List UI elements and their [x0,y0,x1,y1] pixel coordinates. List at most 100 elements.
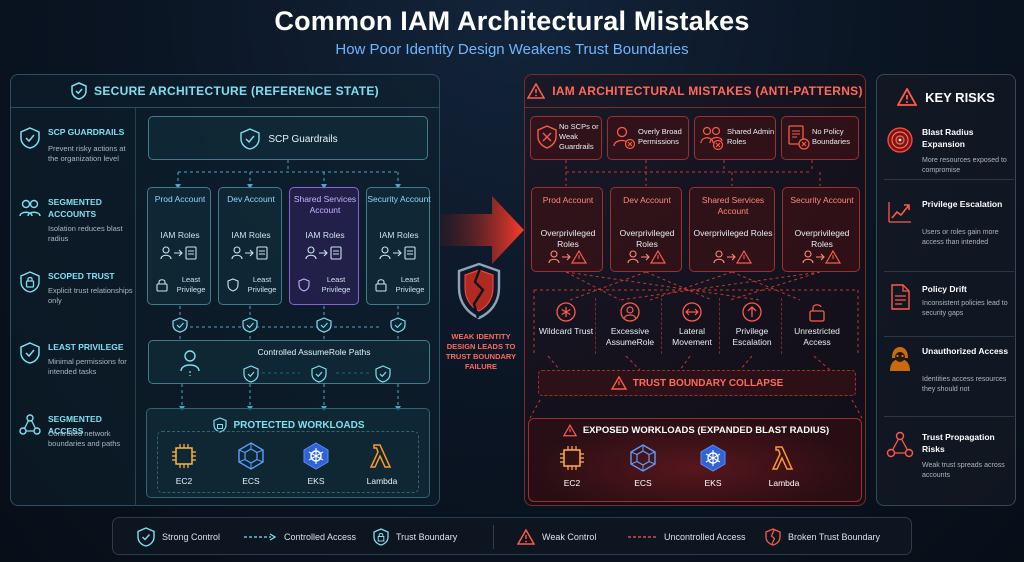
up-arrow-icon [742,302,762,322]
exposed-workloads-box: EXPOSED WORKLOADS (EXPANDED BLAST RADIUS… [528,418,862,502]
sidebar-item-title: SEGMENTED ACCOUNTS [48,197,102,219]
sidebar-item-desc: Minimal permissions for intended tasks [48,357,127,376]
mistake-broad-permissions: Overly Broad Permissions [607,116,689,160]
issue-lateral-movement: Lateral Movement [664,298,720,354]
sidebar-item-desc: Explicit trust relationships only [48,286,133,305]
page-title: Common IAM Architectural Mistakes [274,6,750,36]
risk-desc: Weak trust spreads across accounts [922,462,1005,479]
lock-icon [375,279,387,292]
protected-workloads-header: PROTECTED WORKLOADS [147,417,431,433]
broken-shield-icon [765,528,781,546]
account-name: Security Account [367,194,431,204]
risk-blast-radius: Blast Radius Expansion More resources ex… [884,126,1014,180]
user-icon [180,350,200,376]
role-warning-icon [548,250,588,264]
secure-panel-title: SECURE ARCHITECTURE (REFERENCE STATE) [94,83,379,98]
shield-check-icon [375,365,391,383]
warning-icon [527,82,546,99]
lock-icon [20,271,40,293]
eks-icon [700,444,726,472]
mistake-shared-admin: Shared Admin Roles [694,116,776,160]
role-warning-icon [713,250,753,264]
legend-label: Controlled Access [284,532,357,542]
account-roles: IAM Roles [160,230,200,240]
legend-label: Trust Boundary [396,532,458,542]
mistake-account-shared-services: Shared Services Account Overprivileged R… [689,187,775,272]
legend-item-weak-control: Weak Control [517,518,596,556]
sidebar-item-scp-guardrails: SCP GUARDRAILS Prevent risky actions at … [18,126,134,176]
account-roles: Overprivileged Roles [619,228,675,249]
weak-identity-text: WEAK IDENTITY DESIGN LEADS TO TRUST BOUN… [445,332,517,371]
legend-label: Strong Control [162,532,221,542]
sidebar-item-desc: Prevent risky actions at the organizatio… [48,144,126,163]
account-privilege: Least Privilege [321,275,351,294]
users-icon [19,199,41,217]
page-subtitle: How Poor Identity Design Weakens Trust B… [335,41,689,58]
warning-icon [897,88,918,106]
risk-title: Blast Radius Expansion [922,127,974,149]
exposed-workloads-title: EXPOSED WORKLOADS (EXPANDED BLAST RADIUS… [582,425,830,436]
risk-title: Policy Drift [922,284,967,294]
network-icon [19,414,41,435]
warning-icon [610,376,627,390]
risk-desc: Users or roles gain more access than int… [922,229,999,246]
lock-shield-icon [213,417,228,433]
key-risks-header: KEY RISKS [876,80,1016,114]
shield-check-icon [71,81,87,100]
secure-panel-header: SECURE ARCHITECTURE (REFERENCE STATE) [10,74,440,108]
risk-title: Trust Propagation Risks [922,432,995,454]
assume-role-label: Controlled AssumeRole Paths [257,347,371,357]
issue-unrestricted-access: Unrestricted Access [784,298,850,354]
secure-account-shared-services: Shared Services Account IAM Roles Least … [289,187,359,305]
unlock-icon [809,304,825,322]
role-user-icon [160,246,197,260]
key-risks-title: KEY RISKS [925,89,995,105]
hacker-icon [890,347,910,371]
shield-check-icon [311,365,327,383]
no-shield-icon [537,125,557,149]
nodes-icon [886,431,914,458]
mistake-account-dev: Dev Account Overprivileged Roles [610,187,682,272]
issue-excessive-assumerole: Excessive AssumeRole [598,298,662,354]
lateral-arrows-icon [682,302,702,322]
sidebar-item-desc: Controlled network boundaries and paths [48,429,121,448]
legend-item-strong-control: Strong Control [137,518,220,556]
mistake-label: No Policy Boundaries [812,127,850,146]
shield-check-icon [240,128,261,150]
protected-workloads-title: PROTECTED WORKLOADS [233,419,365,431]
risk-trust-propagation: Trust Propagation Risks Weak trust sprea… [884,431,1014,485]
mistake-no-scps: No SCPs or Weak Guardrails [530,116,602,160]
user-warning-icon [613,126,635,150]
sidebar-item-title: SEGMENTED ACCESS [48,414,102,436]
document-icon [891,284,910,310]
issue-label: Unrestricted Access [794,326,840,347]
sidebar-item-title: SCOPED TRUST [48,271,115,281]
exposed-workloads-header: EXPOSED WORKLOADS (EXPANDED BLAST RADIUS… [529,424,863,437]
shield-check-icon [137,527,155,547]
scp-guardrails-label: SCP Guardrails [268,133,338,145]
risk-desc: Inconsistent policies lead to security g… [922,300,1008,317]
shield-icon [227,278,239,292]
assume-role-paths-box: Controlled AssumeRole Paths [148,340,430,384]
account-name: Prod Account [154,194,206,204]
user-circle-icon [620,302,640,322]
issue-wildcard-trust: Wildcard Trust [536,298,596,354]
issue-label: Excessive AssumeRole [605,326,655,347]
secure-account-security: Security Account IAM Roles Least Privile… [366,187,431,305]
legend-label: Uncontrolled Access [664,532,746,542]
mistake-label: Overly Broad Permissions [638,127,682,146]
trust-boundary-collapse-label: TRUST BOUNDARY COLLAPSE [632,377,784,389]
warning-icon [562,424,577,437]
risk-title: Unauthorized Access [922,346,1009,356]
account-privilege: Least Privilege [247,275,277,294]
account-name: Dev Account [227,194,275,204]
workload-label: Lambda [768,478,800,488]
role-user-icon [231,246,268,260]
trust-boundary-collapse: TRUST BOUNDARY COLLAPSE [538,370,856,396]
shield-check-icon [243,365,259,383]
workload-label: EC2 [563,478,581,488]
risk-unauthorized-access: Unauthorized Access Identities access re… [884,345,1014,417]
legend-divider [493,525,494,549]
legend-item-broken-trust-boundary: Broken Trust Boundary [765,518,880,556]
warning-icon [517,529,535,545]
